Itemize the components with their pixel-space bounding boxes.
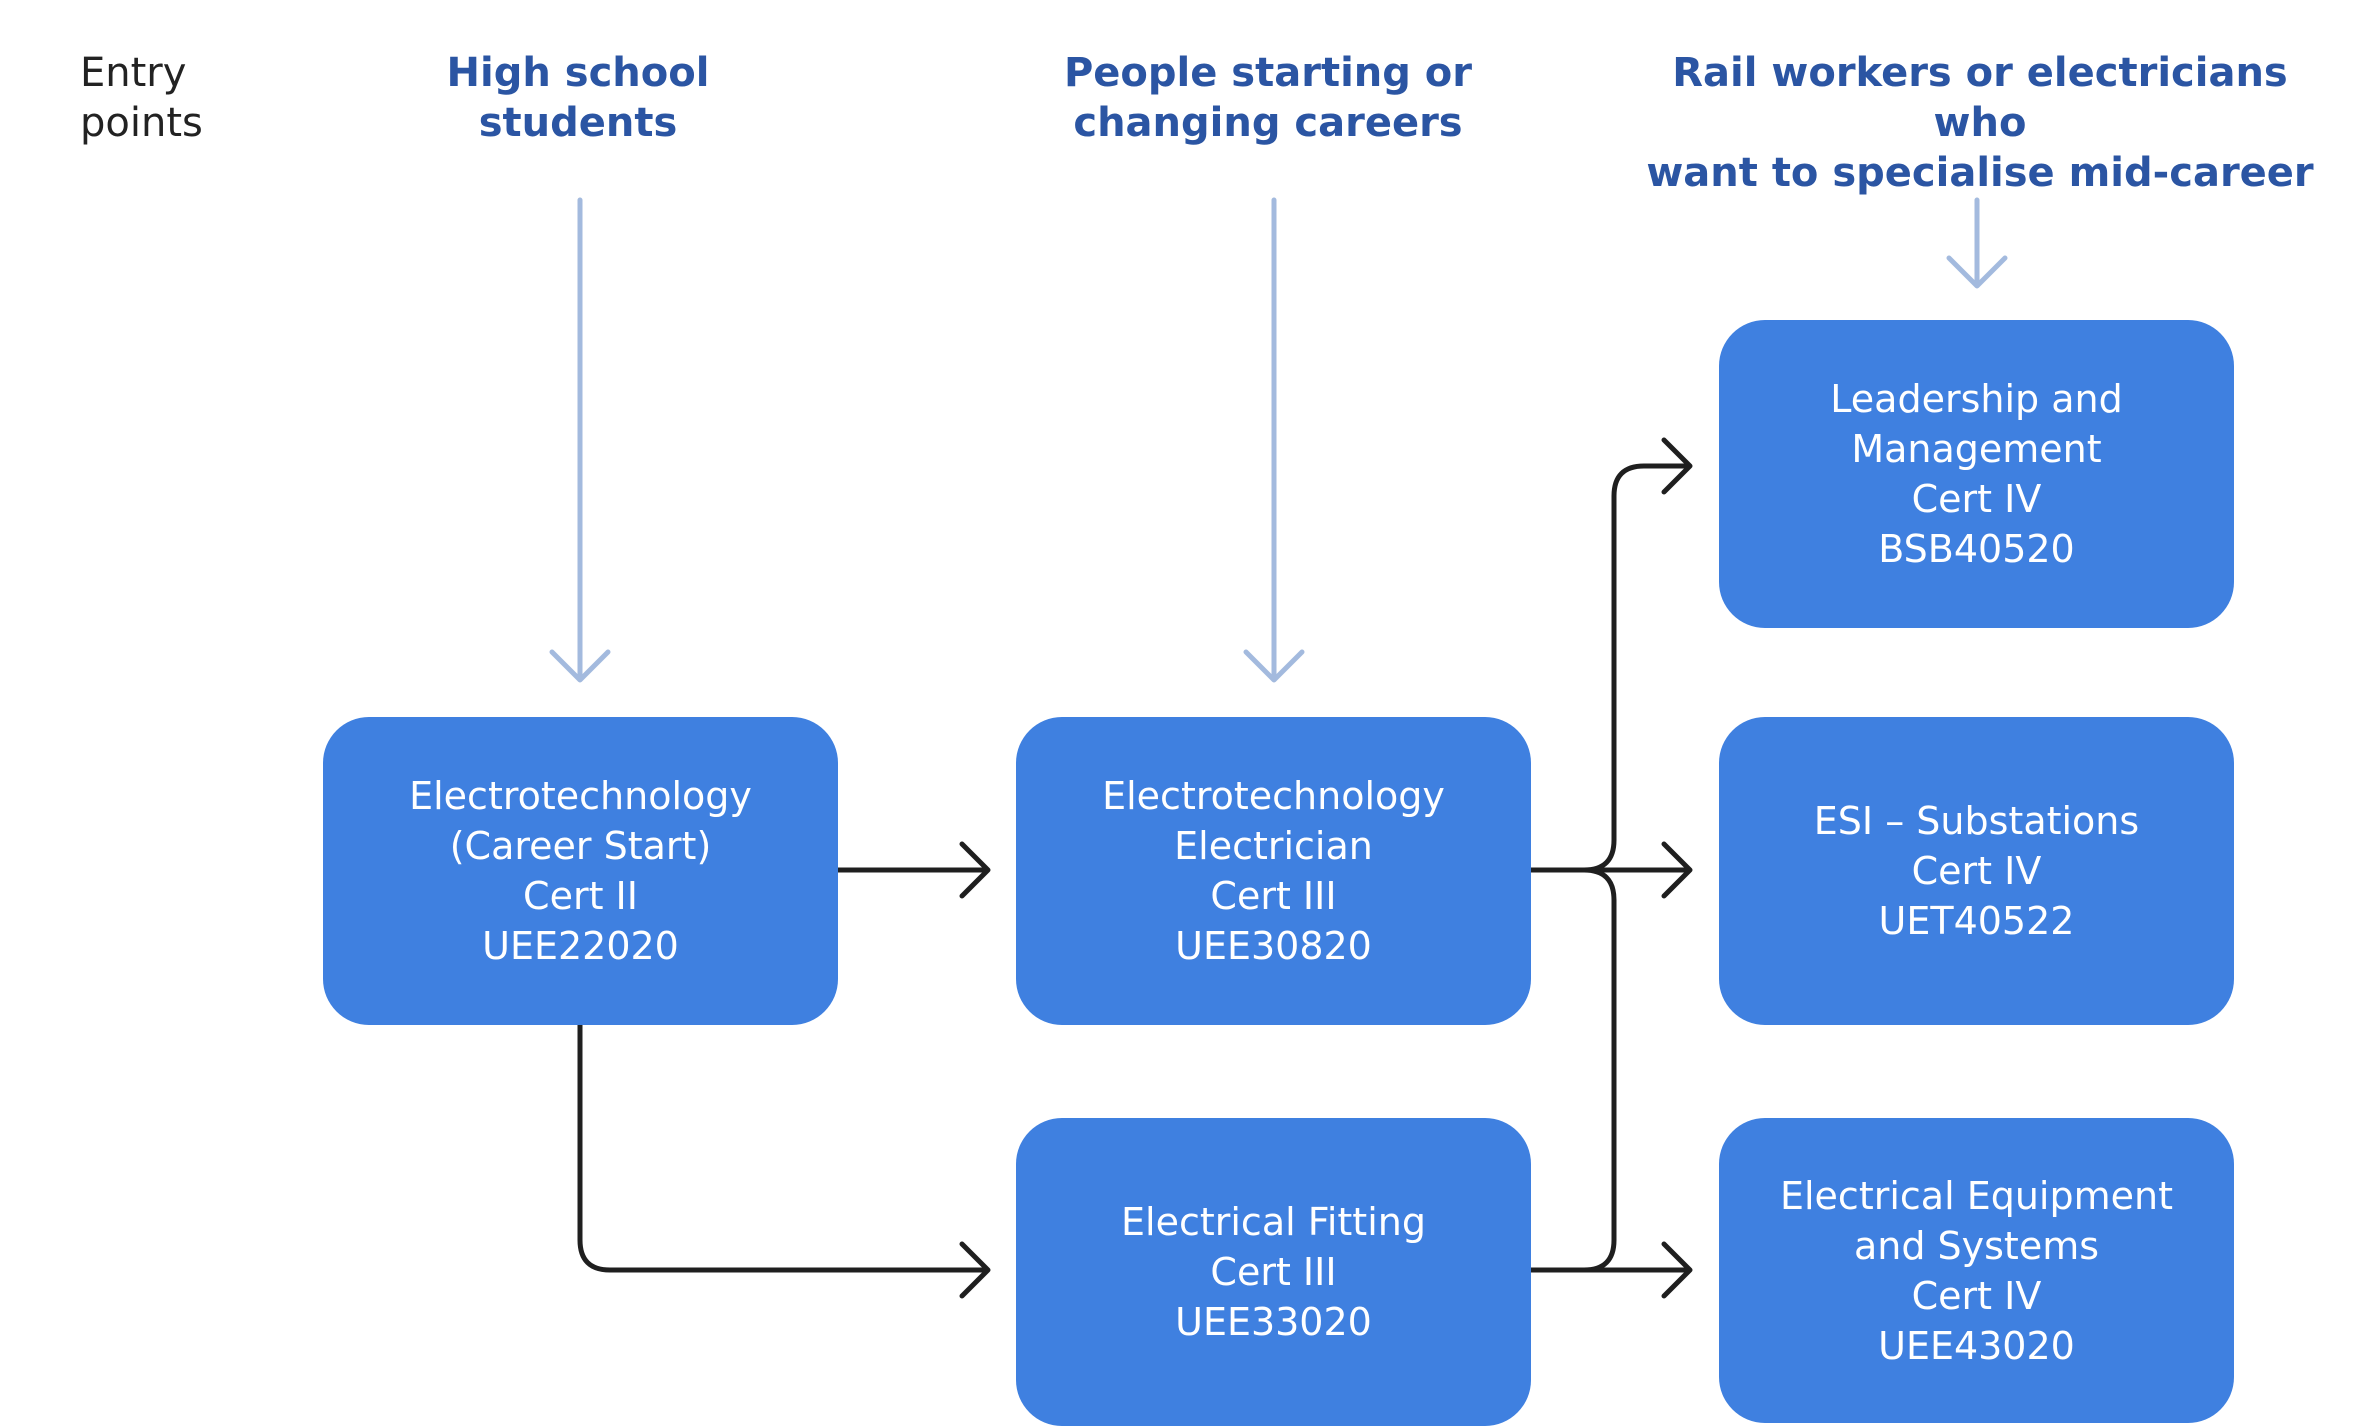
arrow-cert2-to-fitting [577,1022,991,1299]
box-cert2-career-start: Electrotechnology (Career Start) Cert II… [323,717,838,1025]
box-cert3-electrician: Electrotechnology Electrician Cert III U… [1016,717,1531,1025]
arrow-electrician-to-esi [1528,841,1693,899]
arrow-fitting-to-equipment [1528,1241,1693,1299]
header-high-school-students: High school students [446,50,710,146]
entry-arrow-specialists [1946,197,2008,289]
entry-arrow-high-school [549,197,611,683]
header-career-changers: People starting or changing careers [1063,50,1473,146]
header-mid-career-specialists: Rail workers or electricians who want to… [1646,50,2314,196]
arrow-cert2-to-electrician [835,841,991,899]
entry-points-label: Entry points [80,50,203,146]
box-cert4-leadership-management: Leadership and Management Cert IV BSB405… [1719,320,2234,628]
box-cert4-electrical-equipment-systems: Electrical Equipment and Systems Cert IV… [1719,1118,2234,1423]
box-cert4-esi-substations: ESI – Substations Cert IV UET40522 [1719,717,2234,1025]
entry-arrow-career-changers [1243,197,1305,683]
box-cert3-electrical-fitting: Electrical Fitting Cert III UEE33020 [1016,1118,1531,1426]
entry-arrows [549,197,2008,683]
connector-electrician-down [1581,867,1617,1273]
arrow-electrician-to-leadership [1528,437,1693,873]
flow-connectors [577,437,1693,1299]
